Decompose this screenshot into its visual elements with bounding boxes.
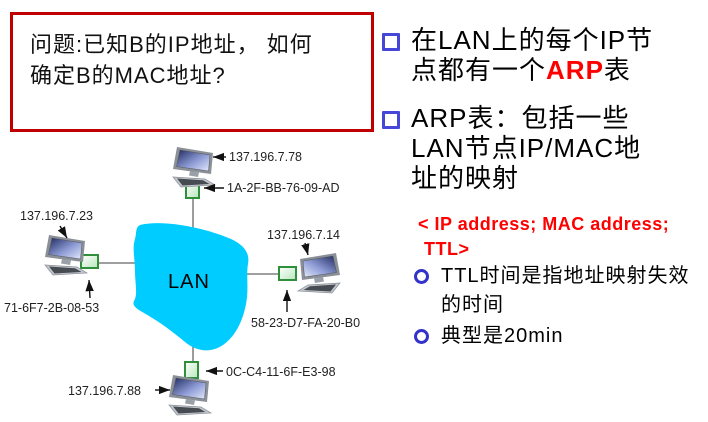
sub-bullet-ttl-typical: 典型是20min: [414, 322, 563, 351]
bullet2-line1: ARP表：包括一些: [411, 103, 630, 133]
network-diagram: LAN 137.196.7.78 1A-2F-BB-76-09-AD 137.1…: [4, 146, 360, 416]
question-line-1: 问题:已知B的IP地址， 如何: [30, 32, 313, 57]
ip-label-right: 137.196.7.14: [267, 228, 340, 242]
mac-label-right: 58-23-D7-FA-20-B0: [251, 316, 360, 330]
lan-label: LAN: [168, 271, 210, 293]
sub1-line2: 的时间: [441, 294, 504, 316]
arp-highlight: ARP: [546, 55, 604, 85]
arrow-icon: [57, 225, 68, 239]
bullet-text: ARP表：包括一些 LAN节点IP/MAC地 址的映射: [411, 103, 641, 193]
bullet-arp-table-exists: 在LAN上的每个IP节 点都有一个ARP表: [380, 25, 653, 85]
circle-bullet-icon: [414, 329, 429, 344]
circle-bullet-icon: [414, 269, 429, 284]
network-adapter-icon: [184, 361, 199, 379]
bullet-text: 在LAN上的每个IP节 点都有一个ARP表: [411, 25, 653, 85]
bullet2-line3: 址的映射: [411, 163, 520, 193]
red-note-line1: < IP address; MAC address;: [418, 214, 670, 234]
computer-icon-bottom: [168, 374, 212, 416]
ip-label-bottom: 137.196.7.88: [68, 384, 141, 398]
bullet1-line2: 点都有一个ARP表: [411, 55, 653, 85]
label-arrows: [57, 152, 310, 395]
question-box: 问题:已知B的IP地址， 如何 确定B的MAC地址?: [10, 12, 374, 132]
mac-label-bottom: 0C-C4-11-6F-E3-98: [226, 365, 336, 379]
arrow-icon: [85, 279, 94, 299]
computer-icon-right: [297, 252, 341, 294]
right-text-column: 在LAN上的每个IP节 点都有一个ARP表 ARP表：包括一些 LAN节点IP/…: [380, 0, 708, 422]
sub-bullet-ttl-meaning: TTL时间是指地址映射失效 的时间: [414, 262, 690, 320]
network-adapter-icon: [80, 254, 99, 269]
bullet2-line2: LAN节点IP/MAC地: [411, 133, 642, 163]
arrow-icon: [301, 242, 310, 256]
network-adapter-icon: [278, 266, 297, 281]
question-line-2: 确定B的MAC地址?: [30, 63, 226, 88]
adapters: [80, 180, 297, 379]
square-bullet-icon: [382, 111, 400, 129]
ip-label-top: 137.196.7.78: [229, 150, 302, 164]
computer-icon-left: [44, 234, 88, 276]
sub-bullet-text: 典型是20min: [441, 322, 563, 351]
sub-bullet-text: TTL时间是指地址映射失效 的时间: [441, 262, 690, 320]
red-note-line2: TTL>: [424, 239, 470, 259]
computer-icon-top: [172, 146, 216, 188]
lan-blob: [133, 223, 249, 351]
sub2-line1: 典型是20min: [441, 325, 564, 347]
bullet1-line2-pre: 点都有一个: [411, 55, 547, 85]
bullet-arp-table-content: ARP表：包括一些 LAN节点IP/MAC地 址的映射: [380, 103, 641, 193]
bullet1-line2-post: 表: [603, 55, 631, 85]
ip-label-left: 137.196.7.23: [20, 209, 93, 223]
node-labels: 137.196.7.78 1A-2F-BB-76-09-AD 137.196.7…: [4, 150, 360, 398]
square-bullet-icon: [382, 33, 400, 51]
sub1-line1: TTL时间是指地址映射失效: [441, 265, 690, 287]
arp-entry-format-note: < IP address; MAC address; TTL>: [418, 212, 669, 262]
bullet1-line1: 在LAN上的每个IP节: [411, 25, 654, 55]
mac-label-left: 71-6F7-2B-08-53: [4, 301, 99, 315]
mac-label-top: 1A-2F-BB-76-09-AD: [227, 181, 340, 195]
